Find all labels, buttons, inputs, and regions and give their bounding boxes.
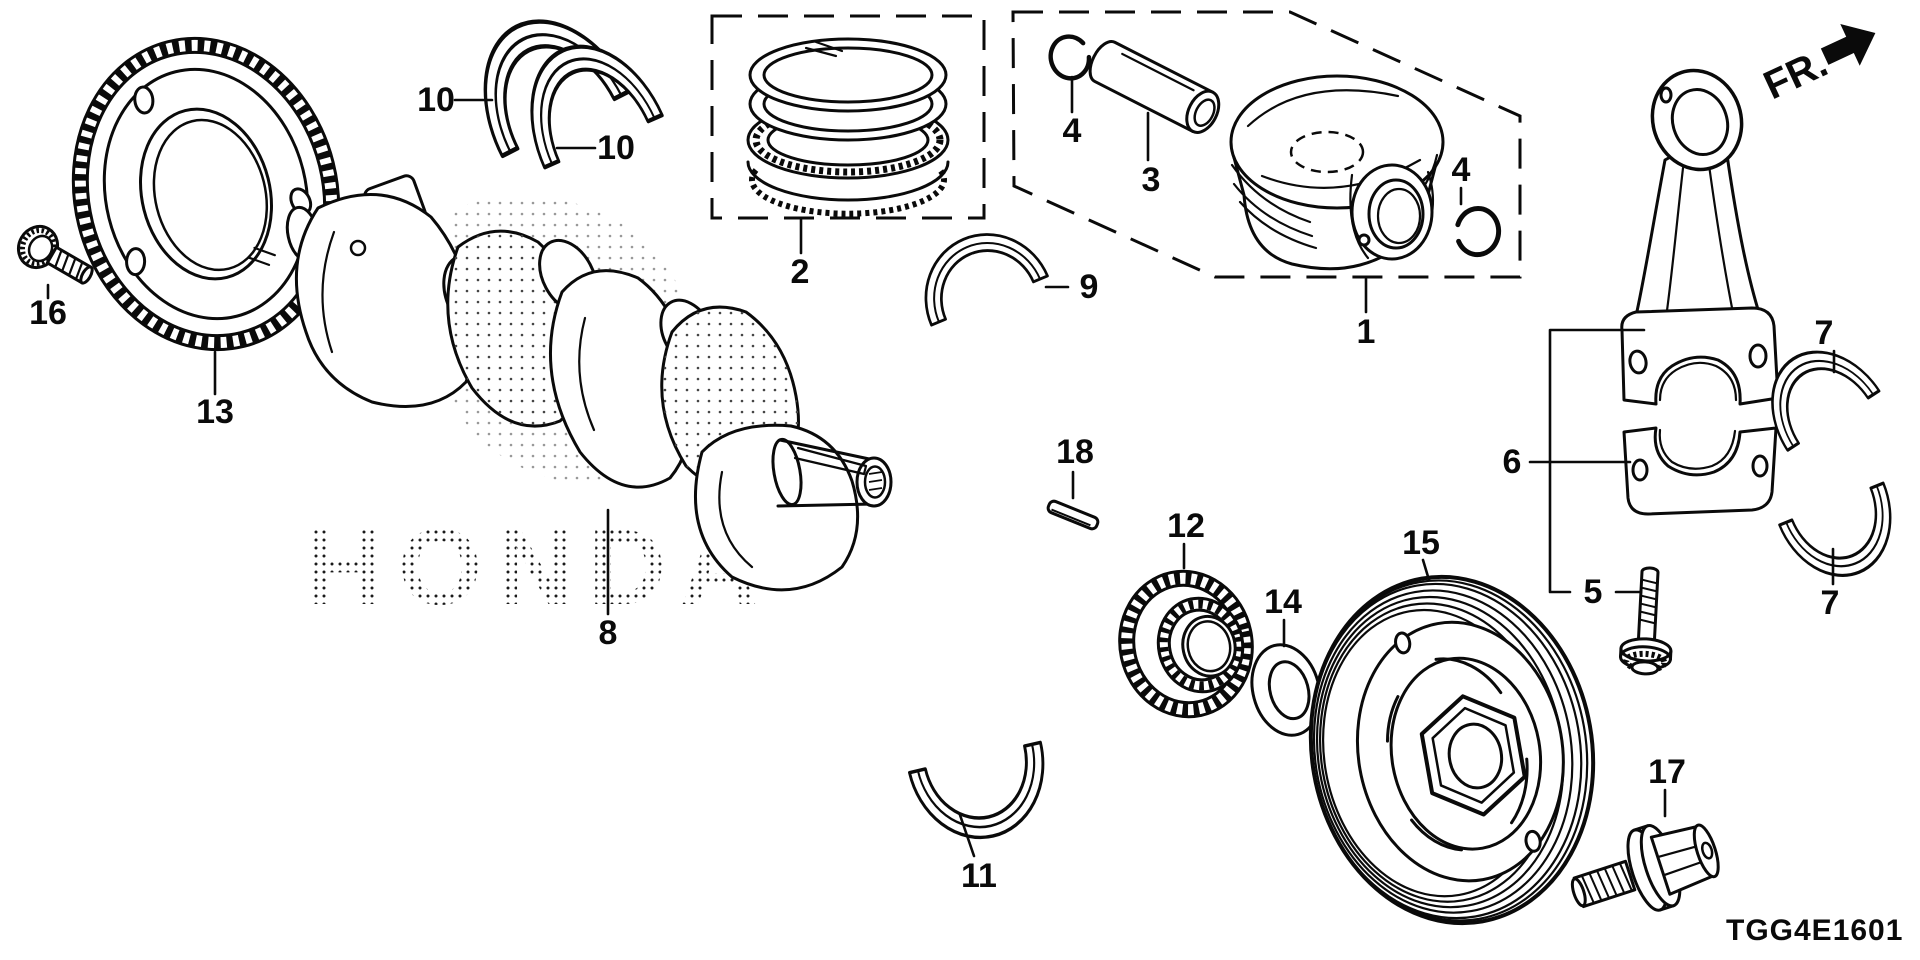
callout-drive-plate-bolt: 16 [29,294,67,332]
callout-piston-pin: 3 [1142,161,1161,199]
callout-pin-clip-right: 4 [1452,151,1471,189]
callout-crankshaft: 8 [599,614,618,652]
main-bearing-upper [904,213,1049,327]
woodruff-key [1046,499,1100,531]
spacer-washer [1250,643,1322,737]
callout-piston-assembly: 1 [1357,313,1376,351]
main-bearing-lower [907,740,1061,853]
callout-main-bearing-lower: 11 [961,857,997,895]
piston-pin [1088,40,1221,134]
timing-gear [1118,569,1254,719]
callout-crank-pulley: 15 [1402,524,1440,562]
drive-plate-bolt [16,224,94,285]
piston [1229,74,1445,271]
piston-box [1011,10,1522,279]
callout-rod-bearing-lower: 7 [1821,584,1840,622]
pin-clip-right [1455,207,1500,257]
diagram-code: TGG4E1601 [1726,914,1903,947]
callout-connecting-rod-bolt: 5 [1584,573,1603,611]
callout-main-bearing-upper: 9 [1080,268,1099,306]
callout-pin-clip-left: 4 [1063,112,1082,150]
pin-clip-left [1046,32,1093,82]
callout-woodruff-key: 18 [1056,433,1094,471]
callout-pulley-bolt: 17 [1648,753,1686,791]
callout-piston-ring-set: 2 [791,253,810,291]
pulley-bolt [1570,823,1720,912]
callout-main-bearing-left: 10 [417,81,455,119]
callout-main-bearing-right: 10 [597,129,635,167]
callout-drive-plate: 13 [196,393,234,431]
leader-lines [46,75,1836,858]
ring-set-box [710,14,986,220]
piston-ring-set [746,37,950,217]
crankshaft [285,174,893,592]
rod-bearing-lower [1777,481,1913,595]
honda-watermark: HONDA [306,506,772,627]
callout-spacer-washer: 14 [1264,583,1302,621]
callout-rod-bearing-upper: 7 [1815,314,1834,352]
callout-timing-gear: 12 [1167,507,1205,545]
fr-indicator: FR. [1757,24,1876,108]
callout-connecting-rod: 6 [1503,443,1522,481]
connecting-rod [1620,68,1780,516]
fr-arrow-icon [1820,24,1876,66]
crank-pulley [1308,574,1596,926]
connecting-rod-bolt [1619,566,1673,676]
